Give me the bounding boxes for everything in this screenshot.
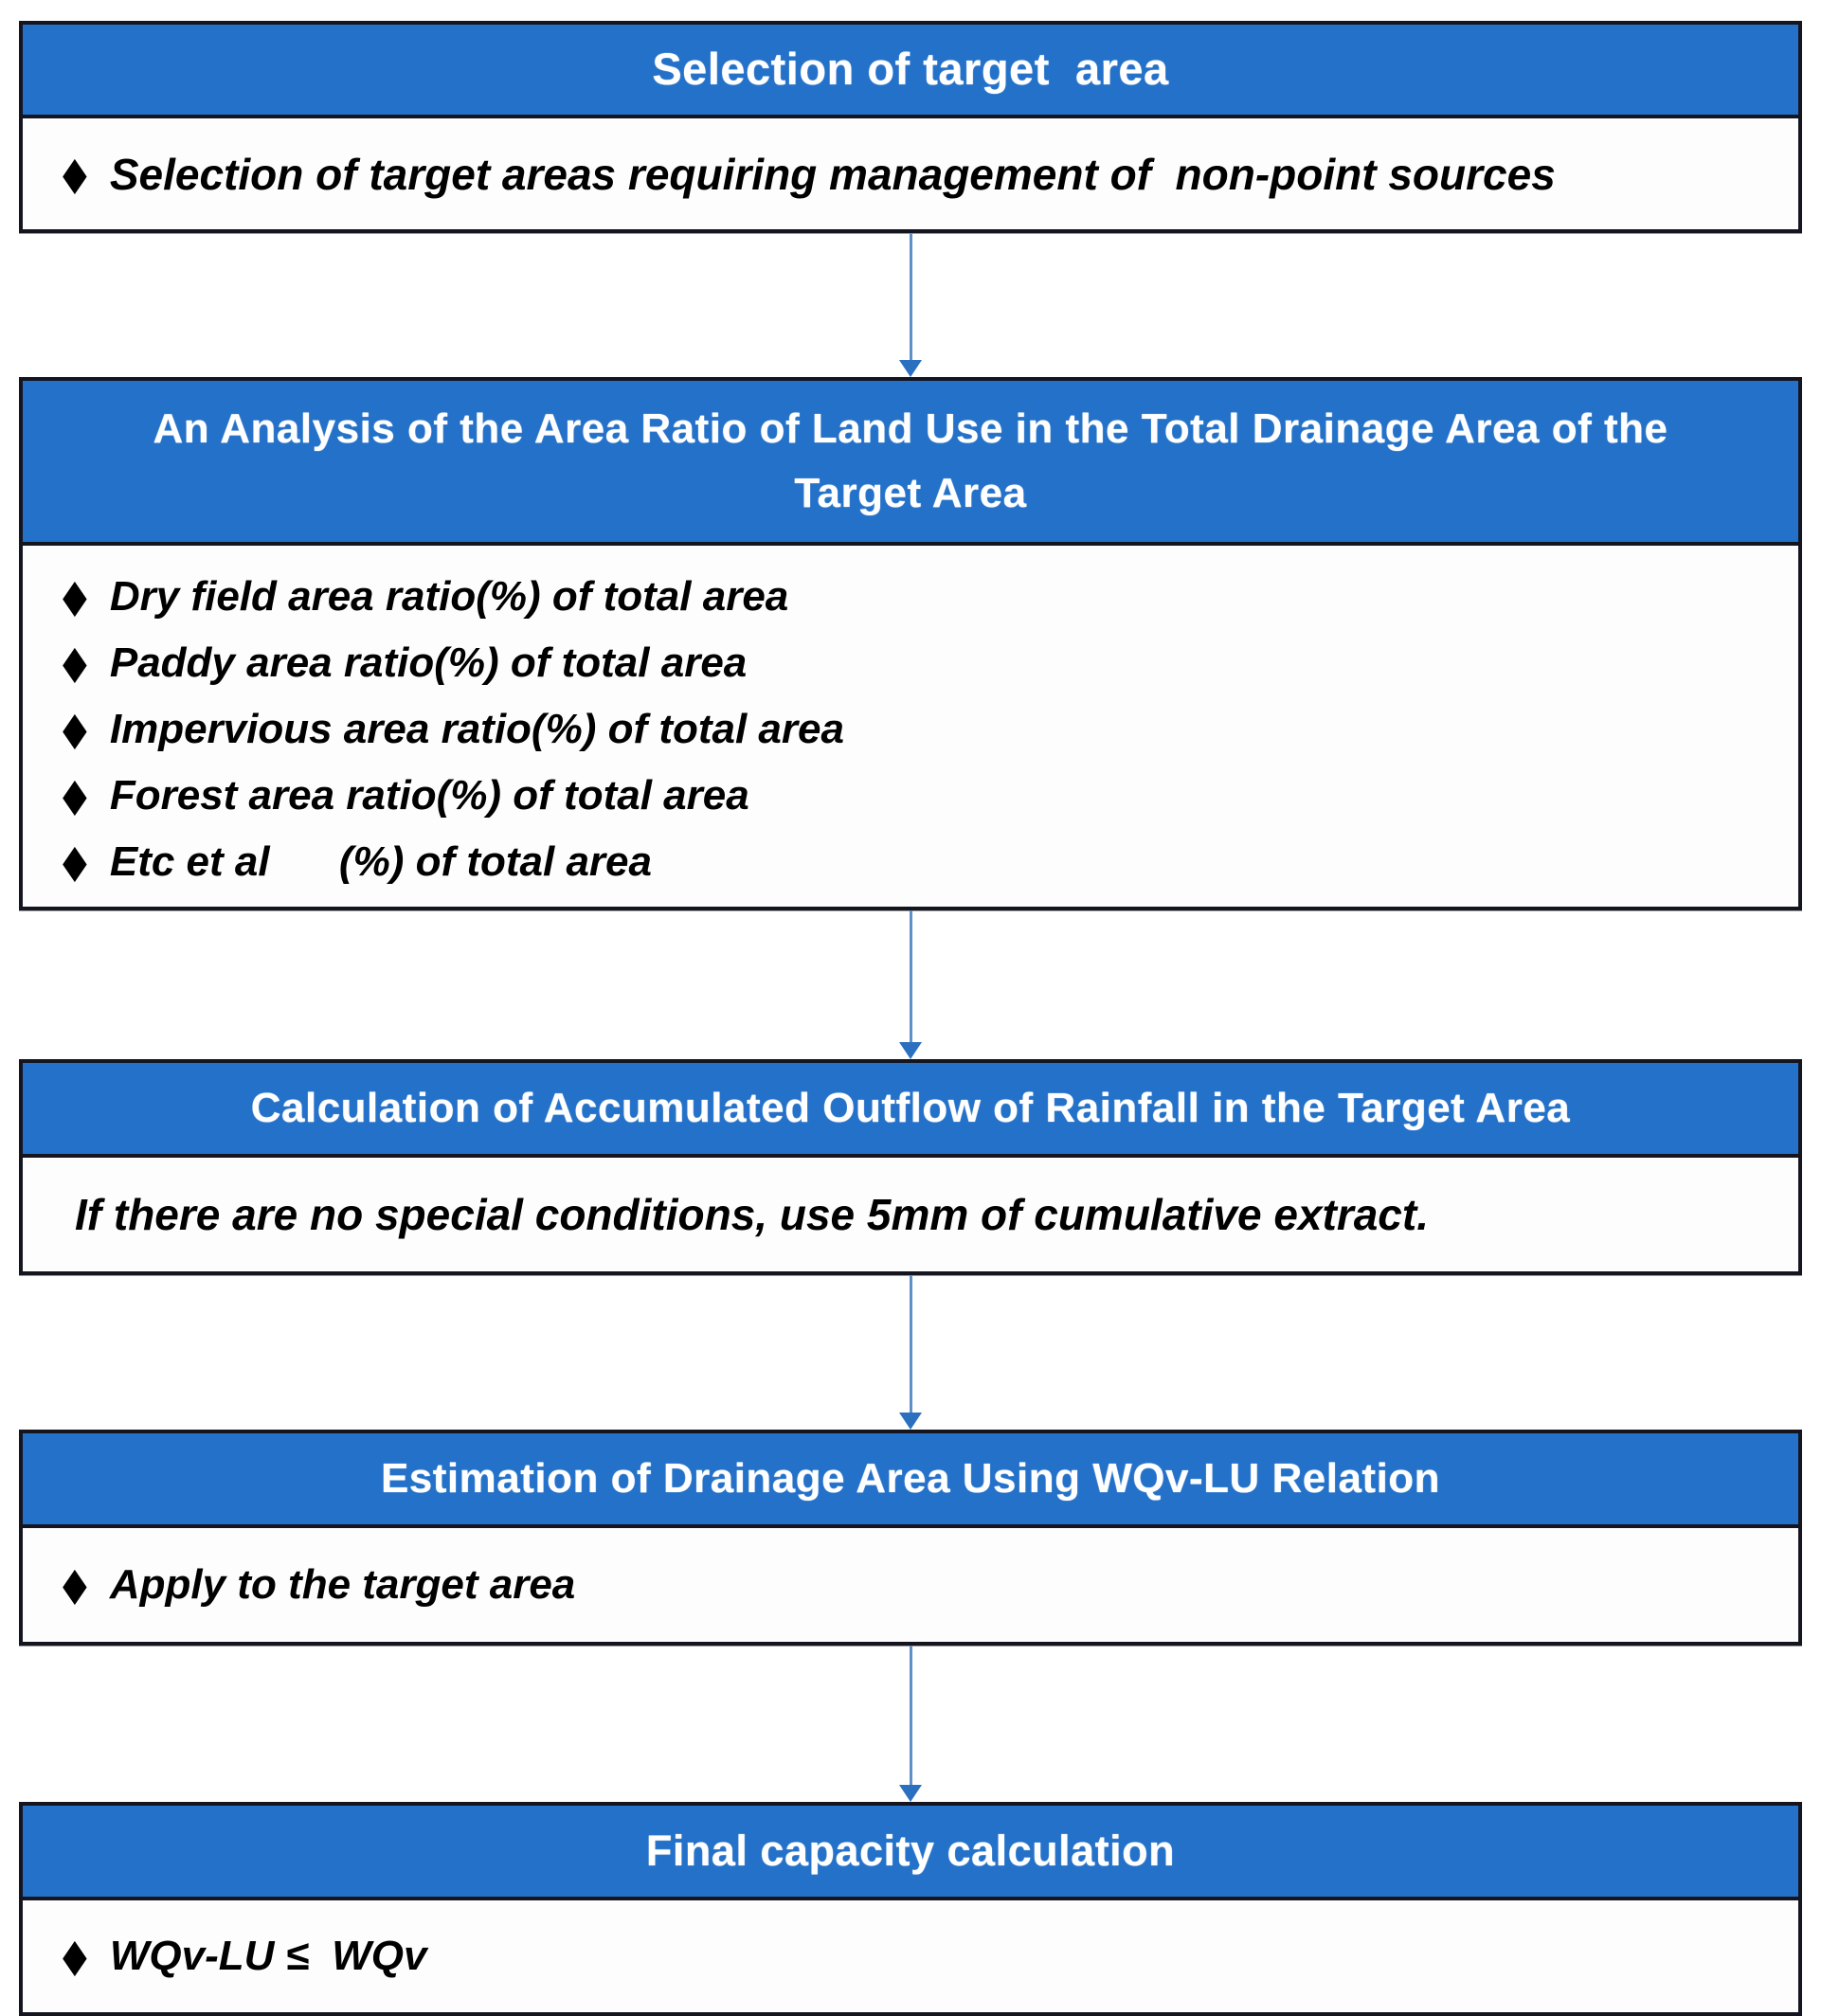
bullet-text: Paddy area ratio(%) of total area	[109, 639, 748, 686]
box-header: Calculation of Accumulated Outflow of Ra…	[23, 1063, 1798, 1158]
box-header-title: Calculation of Accumulated Outflow of Ra…	[250, 1084, 1571, 1131]
flow-box-final-capacity-calculation: Final capacity calculation ◆ WQv-LU ≤ WQ…	[19, 1802, 1802, 2016]
flow-box-accumulated-outflow-calculation: Calculation of Accumulated Outflow of Ra…	[19, 1059, 1802, 1275]
box-body: ◆ WQv-LU ≤ WQv	[23, 1900, 1798, 2012]
arrow-line	[909, 910, 912, 1042]
arrow-down-icon	[899, 1785, 922, 1802]
arrow-line	[909, 1275, 912, 1413]
diamond-bullet-icon: ◆	[63, 704, 87, 753]
bullet-text: Etc et al (%) of total area	[109, 837, 652, 885]
arrow-down-icon	[899, 1042, 922, 1059]
diamond-bullet-icon: ◆	[63, 149, 87, 198]
box-header: An Analysis of the Area Ratio of Land Us…	[23, 381, 1798, 546]
bullet-item: ◆ Dry field area ratio(%) of total area	[23, 564, 1798, 630]
bullet-item: ◆ Etc et al (%) of total area	[23, 829, 1798, 895]
bullet-item: ◆ Paddy area ratio(%) of total area	[23, 630, 1798, 696]
bullet-item: ◆ WQv-LU ≤ WQv	[23, 1923, 1798, 1989]
note-text: If there are no special conditions, use …	[75, 1190, 1429, 1239]
diamond-bullet-icon: ◆	[63, 571, 87, 621]
box-body: If there are no special conditions, use …	[23, 1158, 1798, 1271]
bullet-text: Forest area ratio(%) of total area	[109, 771, 749, 819]
box-header-title: An Analysis of the Area Ratio of Land Us…	[153, 405, 1668, 516]
arrow-down-icon	[899, 360, 922, 377]
diamond-bullet-icon: ◆	[63, 1559, 87, 1610]
flow-arrow	[19, 233, 1802, 377]
box-body: ◆ Dry field area ratio(%) of total area …	[23, 546, 1798, 907]
flow-box-selection-of-target-area: Selection of target area ◆ Selection of …	[19, 21, 1802, 233]
diamond-bullet-icon: ◆	[63, 837, 87, 886]
bullet-text: Dry field area ratio(%) of total area	[109, 572, 789, 620]
bullet-text: Selection of target areas requiring mana…	[109, 149, 1556, 199]
bullet-text: Apply to the target area	[109, 1561, 576, 1608]
bullet-text: WQv-LU ≤ WQv	[109, 1933, 427, 1979]
bullet-item: ◆ Impervious area ratio(%) of total area	[23, 696, 1798, 763]
arrow-line	[909, 1646, 912, 1785]
bullet-item: ◆ Apply to the target area	[23, 1552, 1798, 1618]
arrow-line	[909, 233, 912, 360]
flow-arrow	[19, 910, 1802, 1059]
flow-arrow	[19, 1646, 1802, 1802]
diamond-bullet-icon: ◆	[63, 638, 87, 687]
bullet-text: Impervious area ratio(%) of total area	[109, 705, 844, 752]
box-body: ◆ Selection of target areas requiring ma…	[23, 118, 1798, 229]
arrow-down-icon	[899, 1413, 922, 1430]
diamond-bullet-icon: ◆	[63, 1931, 87, 1981]
box-body: ◆ Apply to the target area	[23, 1528, 1798, 1642]
box-header: Estimation of Drainage Area Using WQv-LU…	[23, 1433, 1798, 1528]
flow-box-drainage-area-estimation: Estimation of Drainage Area Using WQv-LU…	[19, 1430, 1802, 1646]
flow-arrow	[19, 1275, 1802, 1430]
diamond-bullet-icon: ◆	[63, 770, 87, 819]
bullet-item: ◆ Selection of target areas requiring ma…	[23, 141, 1798, 207]
box-header-title: Final capacity calculation	[645, 1827, 1176, 1876]
box-header: Final capacity calculation	[23, 1806, 1798, 1900]
box-header-title: Selection of target area	[652, 44, 1169, 95]
bullet-item: ◆ Forest area ratio(%) of total area	[23, 763, 1798, 829]
box-header: Selection of target area	[23, 25, 1798, 118]
box-header-title: Estimation of Drainage Area Using WQv-LU…	[380, 1454, 1441, 1502]
flow-box-land-use-ratio-analysis: An Analysis of the Area Ratio of Land Us…	[19, 377, 1802, 910]
